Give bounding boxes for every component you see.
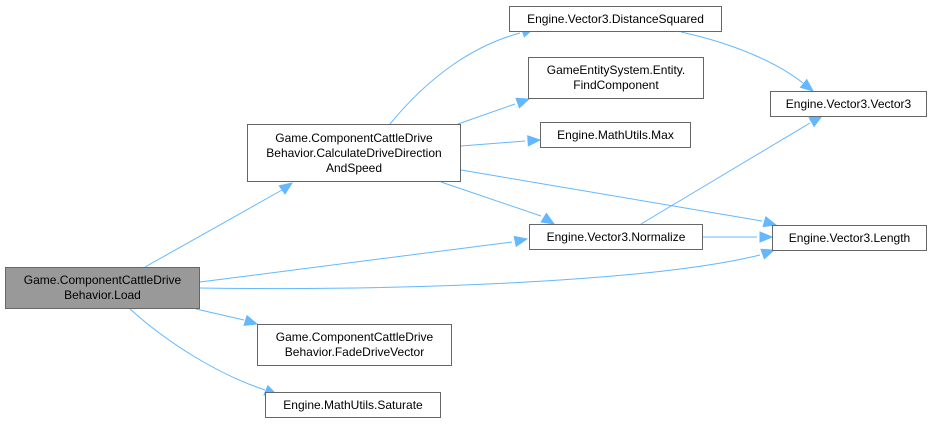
edge-calc-distsq	[389, 26, 536, 125]
arrowhead-icon	[762, 216, 778, 228]
arrowhead-icon	[278, 182, 294, 195]
node-label-line: Engine.Vector3.DistanceSquared	[527, 11, 704, 26]
edge-line	[389, 32, 521, 125]
node-label-line: Behavior.Load	[64, 288, 141, 302]
edge-line	[199, 241, 513, 283]
edge-calc-findcomp	[457, 97, 531, 125]
edge-line	[640, 122, 811, 225]
node-label-line: GameEntitySystem.Entity.	[546, 63, 686, 77]
arrowhead-icon	[540, 212, 556, 225]
arrowhead-icon	[243, 314, 259, 326]
edge-calc-max	[460, 135, 542, 147]
edge-line	[144, 189, 283, 268]
node-label-line: Game.ComponentCattleDrive	[275, 330, 434, 344]
edge-line	[457, 103, 516, 125]
node-saturate[interactable]: Engine.MathUtils.Saturate	[265, 392, 441, 418]
node-label-line: Game.ComponentCattleDrive	[23, 273, 182, 287]
node-label-line: Engine.MathUtils.Saturate	[283, 397, 423, 412]
edge-line	[440, 181, 542, 217]
node-normalize[interactable]: Engine.Vector3.Normalize	[529, 224, 703, 250]
edge-normalize-length	[703, 231, 774, 243]
edge-distsq-vec3	[680, 31, 815, 92]
arrowhead-icon	[799, 78, 815, 92]
node-label-line: FindComponent	[573, 78, 659, 92]
arrowhead-icon	[513, 235, 529, 248]
edge-load-fade	[195, 308, 259, 326]
node-label-line: Engine.Vector3.Normalize	[546, 229, 686, 244]
node-label-line: Game.ComponentCattleDrive	[275, 130, 433, 145]
arrowhead-icon	[515, 97, 531, 109]
node-length[interactable]: Engine.Vector3.Length	[772, 225, 927, 251]
node-label-line: Engine.Vector3.Length	[788, 230, 911, 245]
node-label-line: Engine.Vector3.Vector3	[785, 96, 912, 111]
edge-line	[460, 140, 526, 147]
edge-calc-length	[460, 169, 778, 228]
node-max[interactable]: Engine.MathUtils.Max	[540, 122, 691, 148]
node-findcomp[interactable]: GameEntitySystem.Entity.FindComponent	[528, 57, 704, 99]
edge-line	[195, 308, 245, 321]
edge-line	[680, 31, 804, 84]
node-label-line: Behavior.FadeDriveVector	[284, 345, 425, 359]
arrowhead-icon	[759, 231, 774, 243]
node-distsq[interactable]: Engine.Vector3.DistanceSquared	[509, 6, 722, 32]
arrowhead-icon	[808, 115, 824, 128]
node-vec3[interactable]: Engine.Vector3.Vector3	[770, 91, 927, 117]
edge-load-normalize	[199, 235, 529, 283]
edge-load-length	[199, 248, 776, 290]
edge-line	[460, 169, 763, 222]
edge-calc-normalize	[440, 181, 556, 225]
arrowhead-icon	[527, 135, 542, 147]
edge-line	[199, 254, 761, 290]
node-label-line: Engine.MathUtils.Max	[557, 127, 674, 142]
arrowhead-icon	[760, 248, 776, 260]
edge-load-calc	[144, 182, 294, 268]
edge-line	[129, 308, 266, 391]
node-label-line: Behavior.CalculateDriveDirection	[266, 145, 442, 160]
node-label-line: AndSpeed	[325, 160, 383, 175]
